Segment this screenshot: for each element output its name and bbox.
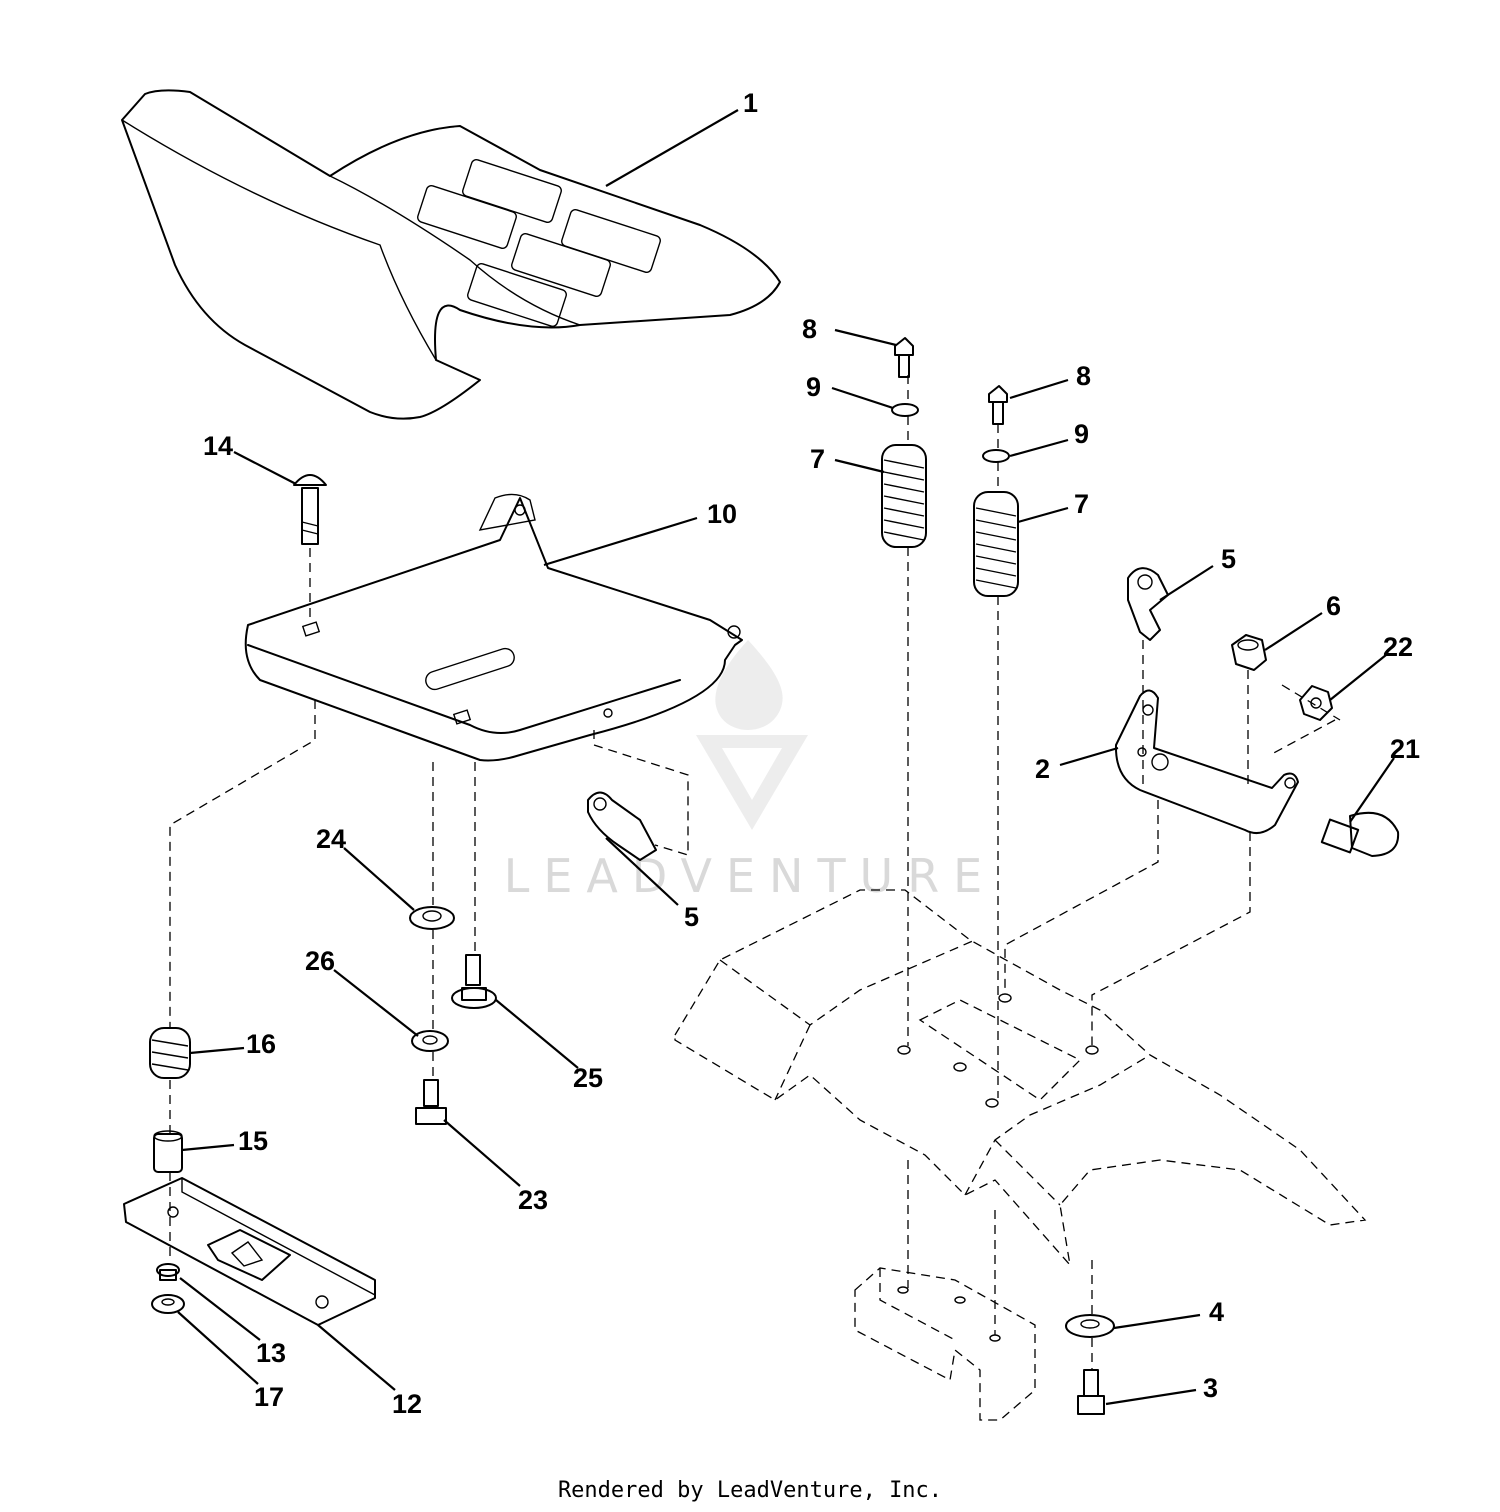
parts-diagram: LEADVENTURE bbox=[121, 88, 1420, 1421]
callout-22: 22 bbox=[1383, 632, 1413, 662]
watermark: LEADVENTURE bbox=[504, 640, 997, 903]
callout-21: 21 bbox=[1390, 734, 1420, 764]
callout-9-right: 9 bbox=[1074, 419, 1089, 449]
part-bolt-left bbox=[894, 337, 914, 378]
part-seat bbox=[121, 89, 781, 420]
chassis-phantom bbox=[674, 889, 1367, 1421]
callout-9-left: 9 bbox=[806, 372, 821, 402]
callout-7-left: 7 bbox=[810, 444, 825, 474]
part-cable-clip-left bbox=[587, 791, 657, 861]
part-lock-nut bbox=[1231, 634, 1267, 671]
part-spring-left bbox=[881, 444, 927, 548]
callout-26: 26 bbox=[305, 946, 335, 976]
callout-4: 4 bbox=[1209, 1297, 1224, 1327]
footer-credit: Rendered by LeadVenture, Inc. bbox=[557, 1478, 943, 1503]
part-nut-13 bbox=[156, 1263, 180, 1281]
callout-15: 15 bbox=[238, 1126, 268, 1156]
callout-13: 13 bbox=[256, 1338, 286, 1368]
part-washer-left bbox=[891, 403, 919, 417]
part-bracket bbox=[1114, 689, 1299, 835]
part-lock-washer bbox=[411, 1030, 449, 1052]
part-washer-right bbox=[982, 449, 1010, 463]
callout-8-left: 8 bbox=[802, 314, 817, 344]
callout-23: 23 bbox=[518, 1185, 548, 1215]
part-spacer bbox=[153, 1130, 183, 1173]
part-hex-bolt-3 bbox=[1077, 1369, 1105, 1415]
callout-14: 14 bbox=[203, 431, 233, 461]
callout-3: 3 bbox=[1203, 1373, 1218, 1403]
callout-12: 12 bbox=[392, 1389, 422, 1419]
part-shoulder-bolt bbox=[1320, 811, 1400, 857]
callout-5-right: 5 bbox=[1221, 544, 1236, 574]
callout-1: 1 bbox=[743, 88, 758, 118]
part-hex-nut bbox=[1299, 685, 1333, 721]
callout-25: 25 bbox=[573, 1063, 603, 1093]
part-bolt-right bbox=[988, 385, 1008, 425]
part-flat-washer bbox=[409, 906, 455, 930]
callout-8-right: 8 bbox=[1076, 361, 1091, 391]
part-cable-clip-right bbox=[1127, 567, 1169, 641]
part-slide-plate bbox=[123, 1177, 376, 1326]
part-washer-4 bbox=[1065, 1314, 1115, 1338]
callout-6: 6 bbox=[1326, 591, 1341, 621]
callout-17: 17 bbox=[254, 1382, 284, 1412]
part-carriage-bolt bbox=[293, 474, 327, 545]
part-spring-right bbox=[973, 491, 1019, 597]
assembly-lines bbox=[169, 375, 1341, 1370]
leadventure-logo-icon bbox=[696, 640, 808, 830]
watermark-text: LEADVENTURE bbox=[504, 849, 997, 903]
callout-24: 24 bbox=[316, 824, 346, 854]
callout-5-left: 5 bbox=[684, 902, 699, 932]
callout-2: 2 bbox=[1035, 754, 1050, 784]
callout-10: 10 bbox=[707, 499, 737, 529]
callout-7-right: 7 bbox=[1074, 489, 1089, 519]
callout-16: 16 bbox=[246, 1029, 276, 1059]
part-flange-nut-17 bbox=[151, 1294, 185, 1314]
part-seat-pan bbox=[244, 493, 743, 762]
part-hex-bolt-23 bbox=[415, 1079, 447, 1125]
part-spring-small bbox=[149, 1027, 191, 1079]
part-flange-bolt bbox=[451, 954, 497, 1009]
callouts: 1 14 10 8 9 7 8 9 7 5 6 22 21 2 5 24 26 … bbox=[203, 88, 1420, 1419]
leader-lines bbox=[177, 109, 1395, 1406]
